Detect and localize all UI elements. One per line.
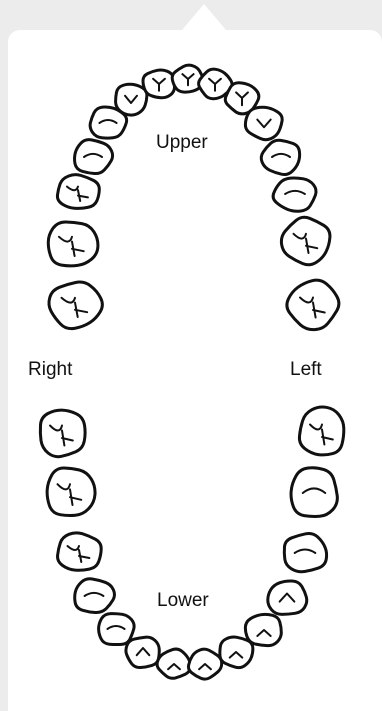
- lower-tooth-1[interactable]: [40, 410, 85, 457]
- upper-tooth-6[interactable]: [116, 84, 147, 115]
- upper-tooth-11[interactable]: [245, 107, 282, 139]
- lower-tooth-12-outline: [284, 533, 326, 571]
- lower-tooth-8[interactable]: [188, 649, 221, 679]
- upper-tooth-11-outline: [245, 107, 282, 139]
- lower-label: Lower: [157, 590, 209, 612]
- upper-tooth-13[interactable]: [273, 178, 316, 211]
- lower-tooth-11-outline: [268, 581, 307, 614]
- lower-tooth-13-outline: [291, 468, 337, 517]
- lower-tooth-4[interactable]: [75, 579, 115, 613]
- upper-tooth-12[interactable]: [261, 140, 299, 174]
- lower-tooth-5[interactable]: [99, 614, 134, 645]
- upper-tooth-7[interactable]: [143, 70, 175, 98]
- lower-tooth-7[interactable]: [157, 649, 190, 678]
- lower-tooth-11[interactable]: [268, 581, 307, 614]
- upper-tooth-3[interactable]: [57, 175, 99, 209]
- upper-arch: [48, 65, 339, 329]
- upper-tooth-15[interactable]: [287, 280, 339, 329]
- upper-tooth-1[interactable]: [49, 282, 102, 329]
- upper-label: Upper: [156, 132, 208, 154]
- lower-tooth-5-outline: [99, 614, 134, 645]
- lower-tooth-3[interactable]: [58, 533, 102, 570]
- lower-tooth-9[interactable]: [220, 637, 253, 668]
- lower-tooth-6-outline: [126, 637, 159, 667]
- upper-tooth-12-outline: [261, 140, 299, 174]
- lower-tooth-10[interactable]: [245, 614, 281, 645]
- lower-tooth-14[interactable]: [299, 407, 343, 455]
- upper-tooth-4[interactable]: [75, 140, 113, 174]
- left-label: Left: [290, 359, 322, 381]
- lower-tooth-4-outline: [75, 579, 115, 613]
- upper-tooth-14[interactable]: [281, 217, 330, 265]
- lower-tooth-2[interactable]: [47, 468, 95, 516]
- upper-tooth-2[interactable]: [48, 222, 98, 266]
- upper-tooth-6-outline: [116, 84, 147, 115]
- lower-tooth-13[interactable]: [291, 468, 337, 517]
- lower-arch: [40, 407, 343, 679]
- upper-tooth-4-outline: [75, 140, 113, 174]
- lower-tooth-12[interactable]: [284, 533, 326, 571]
- upper-tooth-13-outline: [273, 178, 316, 211]
- right-label: Right: [28, 359, 72, 381]
- lower-tooth-6[interactable]: [126, 637, 159, 667]
